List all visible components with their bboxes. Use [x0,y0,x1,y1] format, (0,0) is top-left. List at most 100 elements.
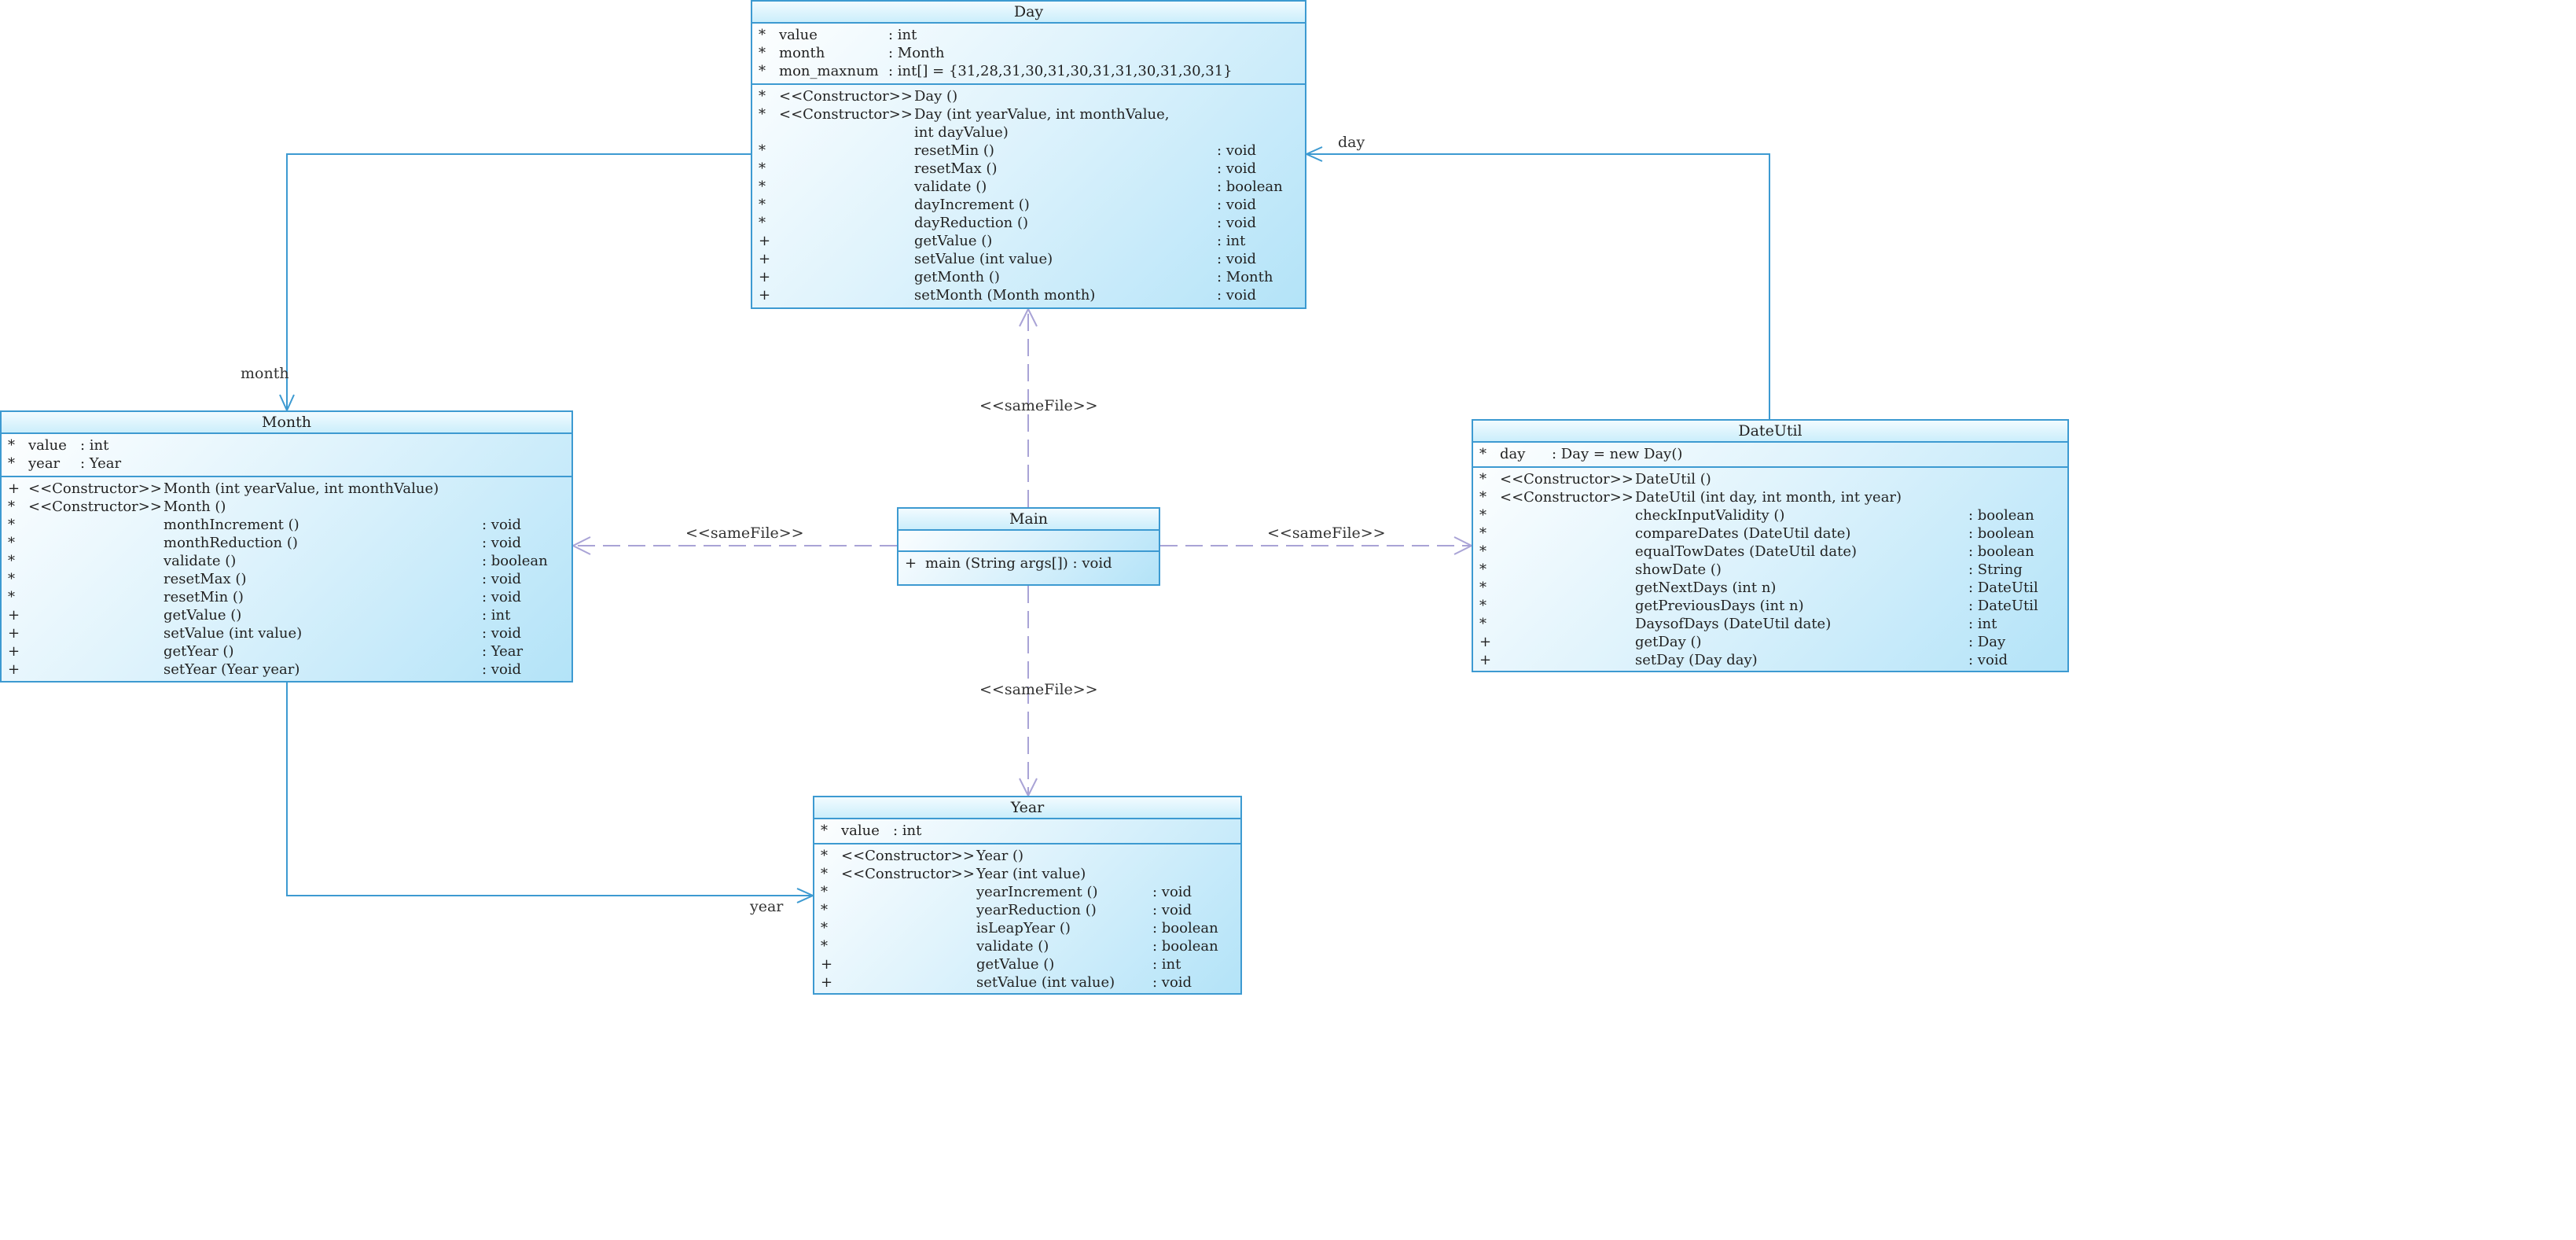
operation-row[interactable]: *<<Constructor>>Month () [2,498,571,516]
return-type: : void [1152,974,1192,991]
operation-row[interactable]: +getValue (): int [814,955,1240,973]
operation-signature: main (String args[]) : void [925,555,1112,572]
operation-row[interactable]: *resetMax (): void [752,160,1305,178]
operation-row[interactable]: *<<Constructor>>Year () [814,847,1240,865]
operation-row[interactable]: *yearReduction (): void [814,901,1240,919]
operation-row[interactable]: *validate (): boolean [752,178,1305,196]
operation-row[interactable]: +getYear (): Year [2,642,571,660]
operation-signature: validate () [164,553,237,569]
return-type: : int [482,607,511,624]
class-month[interactable]: Month*value: int*year: Year+<<Constructo… [0,410,573,683]
attribute-row[interactable]: *value: int [2,436,571,454]
association-dateutil-day [1306,153,1770,419]
visibility-marker: * [821,938,828,955]
operation-row[interactable]: *dayReduction (): void [752,214,1305,232]
operation-signature: monthIncrement () [164,517,299,533]
operation-row[interactable]: *<<Constructor>>Day () [752,87,1305,105]
attribute-row[interactable]: *month: Month [752,44,1305,62]
operation-row[interactable]: +setValue (int value): void [2,624,571,642]
role-label-day: day [1338,134,1365,151]
visibility-marker: + [759,269,771,285]
attribute-row[interactable]: *year: Year [2,454,571,473]
operation-row[interactable]: +main (String args[]) : void [898,554,1159,572]
return-type: : void [1217,160,1257,177]
operation-row[interactable]: +setValue (int value): void [752,250,1305,268]
operation-row[interactable]: *equalTowDates (DateUtil date): boolean [1473,543,2067,561]
visibility-marker: * [821,848,828,864]
operation-row[interactable]: *validate (): boolean [2,552,571,570]
operation-row[interactable]: *yearIncrement (): void [814,883,1240,901]
operation-row[interactable]: *validate (): boolean [814,937,1240,955]
stereotype: <<Constructor>> [779,88,913,105]
attribute-name: day [1500,446,1526,462]
attribute-type: : int [893,822,922,839]
visibility-marker: * [1479,446,1486,462]
operation-signature: setValue (int value) [914,251,1053,267]
operation-row[interactable]: *resetMin (): void [752,142,1305,160]
operation-signature: yearReduction () [976,902,1097,918]
operation-row[interactable]: *<<Constructor>>DateUtil () [1473,470,2067,488]
attributes-compartment [898,531,1159,552]
operation-row[interactable]: *getNextDays (int n): DateUtil [1473,579,2067,597]
attribute-type: : Day = new Day() [1552,446,1683,462]
operation-signature: int dayValue) [914,124,1009,141]
operation-row[interactable]: *monthIncrement (): void [2,516,571,534]
operation-row[interactable]: *monthReduction (): void [2,534,571,552]
operation-row[interactable]: *compareDates (DateUtil date): boolean [1473,524,2067,543]
return-type: : boolean [1968,507,2034,524]
operation-signature: resetMax () [164,571,247,587]
attribute-row[interactable]: * day : Day = new Day() [1473,445,2067,463]
arrowhead-dependency-day [1019,307,1038,327]
operation-signature: Month () [164,499,226,515]
attribute-row[interactable]: *value: int [752,26,1305,44]
return-type: : void [482,589,522,605]
attribute-row[interactable]: *value: int [814,822,1240,840]
operation-row[interactable]: +getMonth (): Month [752,268,1305,286]
stereotype: <<Constructor>> [28,480,162,497]
return-type: : void [1152,902,1192,918]
operation-row[interactable]: +setYear (Year year): void [2,660,571,679]
operation-row[interactable]: +setDay (Day day): void [1473,651,2067,669]
visibility-marker: * [759,178,766,195]
operations-compartment: +main (String args[]) : void [898,552,1159,576]
operation-row[interactable]: *showDate (): String [1473,561,2067,579]
operation-row[interactable]: +setMonth (Month month): void [752,286,1305,304]
class-year[interactable]: Year *value: int *<<Constructor>>Year ()*<… [813,796,1242,995]
operation-row[interactable]: *resetMin (): void [2,588,571,606]
operation-row[interactable]: *<<Constructor>>Day (int yearValue, int … [752,105,1305,123]
operation-row[interactable]: +getValue (): int [752,232,1305,250]
visibility-marker: + [759,251,771,267]
class-day[interactable]: Day*value: int*month: Month*mon_maxnum: … [751,0,1306,309]
attribute-row[interactable]: *mon_maxnum: int[] = {31,28,31,30,31,30,… [752,62,1305,80]
return-type: : Year [482,643,524,660]
class-main[interactable]: Main+main (String args[]) : void [897,507,1160,586]
operation-row[interactable]: *DaysofDays (DateUtil date): int [1473,615,2067,633]
operation-signature: Month (int yearValue, int monthValue) [164,480,439,497]
operation-row[interactable]: *dayIncrement (): void [752,196,1305,214]
attribute-type: : int [80,437,109,454]
operation-row[interactable]: +<<Constructor>>Month (int yearValue, in… [2,480,571,498]
operations-compartment: +<<Constructor>>Month (int yearValue, in… [2,477,571,682]
operation-row[interactable]: *checkInputValidity (): boolean [1473,506,2067,524]
operation-row[interactable]: *isLeapYear (): boolean [814,919,1240,937]
class-name: Year [814,797,1240,819]
operation-signature: DateUtil () [1635,471,1711,488]
visibility-marker: * [759,106,766,123]
operation-row[interactable]: +getValue (): int [2,606,571,624]
class-dateutil[interactable]: DateUtil*day: Day = new Day()*<<Construc… [1472,419,2069,672]
operation-row[interactable]: *getPreviousDays (int n): DateUtil [1473,597,2067,615]
operation-signature: setValue (int value) [976,974,1115,991]
visibility-marker: + [821,956,833,973]
role-label-year: year [750,898,784,915]
operation-row[interactable]: +getDay (): Day [1473,633,2067,651]
attribute-type: : int [888,27,917,43]
operation-row[interactable]: *<<Constructor>>Year (int value) [814,865,1240,883]
operation-row[interactable]: int dayValue) [752,123,1305,142]
return-type: : int [1152,956,1181,973]
operation-row[interactable]: *resetMax (): void [2,570,571,588]
operation-row[interactable]: *<<Constructor>>DateUtil (int day, int m… [1473,488,2067,506]
operation-row[interactable]: +setValue (int value): void [814,973,1240,992]
visibility-marker: * [759,27,766,43]
operation-signature: resetMax () [914,160,998,177]
return-type: : int [1217,233,1246,249]
